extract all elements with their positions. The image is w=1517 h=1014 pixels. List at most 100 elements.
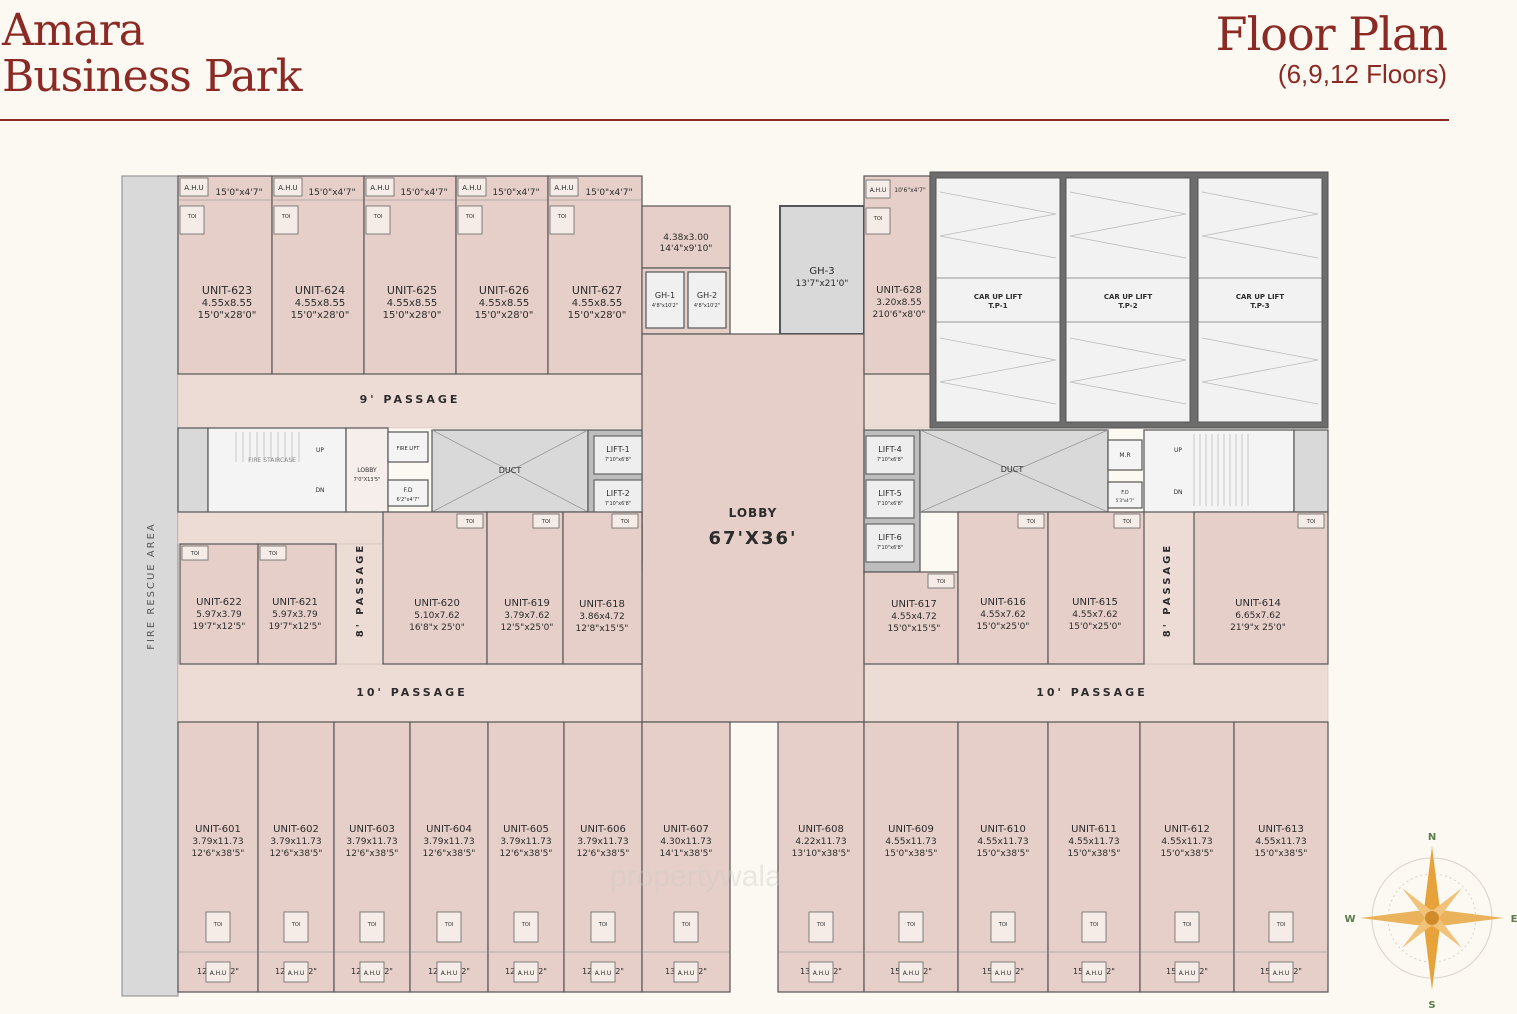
- unit-unit-604: [409, 721, 489, 993]
- fd2-box: [1107, 481, 1143, 509]
- ahu-label: A.H.U: [210, 970, 227, 977]
- gh-1-label: GH-1: [655, 291, 675, 300]
- compass-w: W: [1344, 914, 1355, 925]
- unit-bot-11-imperial: 15'0"x38'5": [1161, 849, 1214, 859]
- ahu-label: A.H.U: [870, 187, 887, 194]
- unit-mid-1-imperial: 19'7"x12'5": [269, 622, 322, 632]
- passage-9-label: 9' PASSAGE: [360, 393, 461, 406]
- fire-lift-label: FIRE LIFT: [397, 446, 421, 452]
- lift-5-label: LIFT-5: [878, 489, 901, 498]
- extra-room-metric: 4.38x3.00: [663, 233, 709, 243]
- toi-box: [1017, 513, 1045, 529]
- unit-unit-605: [487, 721, 565, 993]
- unit-top-4-label: UNIT-627: [572, 284, 622, 297]
- toi-box: [1113, 513, 1141, 529]
- unit-unit-622: [179, 543, 259, 665]
- fire-staircase: [207, 427, 347, 513]
- mr-box: [1107, 439, 1143, 471]
- ahu-box: [1174, 961, 1200, 983]
- unit-bot-2-imperial: 12'6"x38'5": [346, 849, 399, 859]
- header-divider: [0, 119, 1449, 121]
- unit-top-4-metric: 4.55x8.55: [572, 298, 622, 309]
- unit-bot-4-imperial: 12'6"x38'5": [500, 849, 553, 859]
- title-block: Floor Plan (6,9,12 Floors): [1216, 8, 1448, 88]
- gh-2: [687, 271, 727, 329]
- unit-bot-10-label: UNIT-611: [1071, 824, 1117, 835]
- unit-bot-2-metric: 3.79x11.73: [346, 837, 397, 847]
- lobby-size: 67'X36': [709, 528, 798, 549]
- toi-box: [611, 513, 639, 529]
- unit-unit-620: [382, 511, 488, 665]
- fire-lift: [387, 431, 429, 463]
- toi-box: [549, 205, 575, 235]
- unit-mid-0-imperial: 19'7"x12'5": [193, 622, 246, 632]
- unit-bot-1-metric: 3.79x11.73: [270, 837, 321, 847]
- unit-top-1-metric: 4.55x8.55: [295, 298, 345, 309]
- toi-label: TOI: [557, 214, 566, 220]
- ahu-label: A.H.U: [518, 970, 535, 977]
- unit-unit-606: [563, 721, 643, 993]
- toi-label: TOI: [465, 214, 474, 220]
- unit-unit-602: [257, 721, 335, 993]
- unit-top-2-label: UNIT-625: [387, 284, 437, 297]
- toi-label: TOI: [1026, 519, 1035, 525]
- duct-cross: [919, 429, 1109, 513]
- car-lift-name: CAR UP LIFT: [1236, 293, 1284, 301]
- unit-bot-8-metric: 4.55x11.73: [885, 837, 936, 847]
- duct-right-label: DUCT: [1001, 465, 1024, 474]
- gh-2-label: GH-2: [697, 291, 717, 300]
- ramp-lines: [1201, 191, 1319, 259]
- unit-bot-4-metric: 3.79x11.73: [500, 837, 551, 847]
- passage-10-right-label: 10' PASSAGE: [1036, 686, 1147, 699]
- toi-label: TOI: [906, 922, 915, 928]
- toi-label: TOI: [1182, 922, 1191, 928]
- compass-s: S: [1428, 1000, 1435, 1011]
- fire-rescue-area: [121, 175, 179, 997]
- unit-unit-619: [486, 511, 564, 665]
- lift-4-size: 7'10"x6'8": [877, 457, 903, 463]
- unit-unit-603: [333, 721, 411, 993]
- unit-bot-1-imperial: 12'6"x38'5": [270, 849, 323, 859]
- gh-2-size: 4'8"x10'2": [694, 303, 720, 309]
- unit-mid-6-label: UNIT-616: [980, 597, 1026, 608]
- stair-right-dn: DN: [1173, 489, 1182, 496]
- fd2-size: 5'3"x4'7": [1116, 498, 1135, 503]
- unit-bot-6-imperial: 14'1"x38'5": [660, 849, 713, 859]
- stair-right: [1143, 429, 1295, 513]
- ramp-lines: [1069, 337, 1187, 405]
- ahu-box: [457, 177, 487, 197]
- gh-3: [779, 205, 865, 335]
- toi-label: TOI: [620, 519, 629, 525]
- toi-label: TOI: [187, 214, 196, 220]
- car-lift-1: [935, 177, 1061, 423]
- unit-mid-2-label: UNIT-620: [414, 598, 460, 609]
- toi-box: [181, 545, 209, 561]
- unit-bot-3-imperial: 12'6"x38'5": [423, 849, 476, 859]
- toi-box: [456, 513, 484, 529]
- unit-unit-610: [957, 721, 1049, 993]
- top-strip-size: 15'0"x4'7": [492, 188, 539, 198]
- toi-box: [205, 911, 231, 943]
- unit-mid-4-label: UNIT-618: [579, 599, 625, 610]
- toi-label: TOI: [998, 922, 1007, 928]
- ahu-label: A.H.U: [1179, 970, 1196, 977]
- unit-mid-5-metric: 4.55x4.72: [891, 612, 936, 622]
- lobby-title: LOBBY: [729, 506, 778, 520]
- toi-label: TOI: [1122, 519, 1131, 525]
- unit-bot-0-metric: 3.79x11.73: [192, 837, 243, 847]
- ahu-box: [513, 961, 539, 983]
- ahu-label: A.H.U: [595, 970, 612, 977]
- unit-mid-8-metric: 6.65x7.62: [1235, 611, 1280, 621]
- ahu-label: A.H.U: [462, 184, 481, 192]
- unit-628-label: UNIT-628: [876, 285, 922, 296]
- unit-bot-6-metric: 4.30x11.73: [660, 837, 711, 847]
- shaft-right: [1293, 429, 1329, 513]
- unit-top-1-label: UNIT-624: [295, 284, 345, 297]
- fd-label: F.D: [403, 487, 412, 494]
- toi-label: TOI: [598, 922, 607, 928]
- lift-6: [865, 523, 915, 563]
- unit-mid-8-imperial: 21'9"x 25'0": [1230, 623, 1286, 633]
- toi-label: TOI: [541, 519, 550, 525]
- ahu-box: [273, 177, 303, 197]
- small-lobby: [345, 427, 389, 513]
